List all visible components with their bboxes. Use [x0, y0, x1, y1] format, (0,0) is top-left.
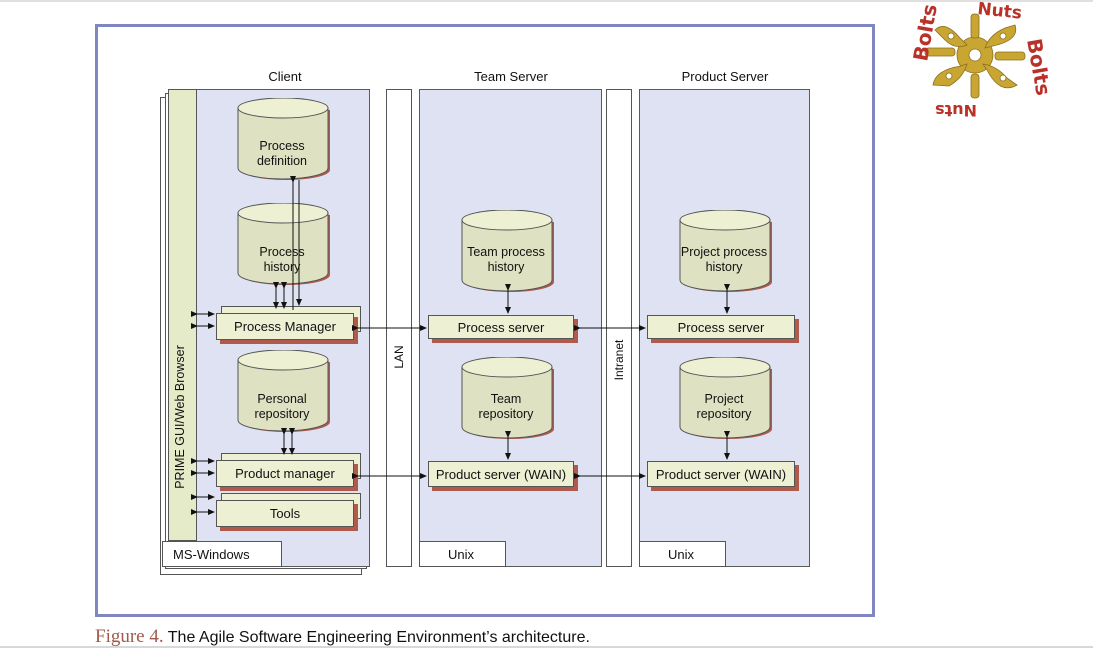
figure-caption: Figure 4. The Agile Software Engineering…: [95, 626, 590, 648]
logo-word-nuts-top: Nuts: [976, 0, 1022, 24]
product-unix-label: Unix: [668, 546, 695, 562]
ms-windows-label: MS-Windows: [173, 546, 250, 562]
product-manager-label: Product manager: [235, 466, 335, 481]
ms-windows-box: MS-Windows: [162, 541, 282, 567]
product-process-server-label: Process server: [677, 319, 765, 335]
product-unix-box: Unix: [639, 541, 726, 567]
top-rule: [0, 0, 1093, 2]
logo-word-nuts-bottom: Nuts: [935, 101, 977, 120]
team-unix-box: Unix: [419, 541, 506, 567]
project-process-history-db: Project process history: [678, 210, 778, 294]
logo-word-bolts-right: Bolts: [1022, 37, 1056, 98]
team-repository-label: Team repository: [478, 392, 534, 421]
personal-repository-db: Personal repository: [236, 350, 336, 434]
process-definition-label: Process definition: [256, 139, 308, 168]
project-repository-db: Project repository: [678, 357, 778, 441]
lan-bar: [386, 89, 412, 567]
team-process-server-box: Process server: [428, 315, 574, 339]
client-title: Client: [268, 69, 302, 84]
tools-label: Tools: [269, 506, 301, 521]
lan-label: LAN: [392, 345, 406, 369]
process-manager-label: Process Manager: [234, 319, 336, 334]
personal-repository-label: Personal repository: [254, 392, 310, 421]
team-product-server-label: Product server (WAIN): [435, 466, 567, 482]
logo-graphic: Bolts Nuts Bolts Nuts: [908, 0, 1056, 120]
team-unix-label: Unix: [448, 546, 475, 562]
team-repository-db: Team repository: [460, 357, 560, 441]
team-process-server-label: Process server: [457, 319, 545, 335]
tools-box: Tools: [216, 500, 354, 527]
nuts-bolts-logo: Bolts Nuts Bolts Nuts: [905, 0, 1093, 125]
team-product-server-box: Product server (WAIN): [428, 461, 574, 487]
figure-frame: [95, 24, 875, 617]
team-process-history-label: Team process history: [467, 245, 545, 274]
bottom-rule: [0, 646, 1093, 648]
product-product-server-box: Product server (WAIN): [647, 461, 795, 487]
team-process-history-db: Team process history: [460, 210, 560, 294]
process-history-db: Process history: [236, 203, 336, 287]
product-product-server-label: Product server (WAIN): [655, 466, 787, 482]
team-server-title: Team Server: [474, 69, 548, 84]
caption-text: The Agile Software Engineering Environme…: [167, 629, 590, 646]
product-manager-box: Product manager: [216, 460, 354, 487]
gui-label: PRIME GUI/Web Browser: [173, 345, 187, 489]
product-process-server-box: Process server: [647, 315, 795, 339]
process-definition-db: Process definition: [236, 98, 336, 182]
process-history-label: Process history: [259, 245, 305, 274]
intranet-label: Intranet: [612, 339, 626, 381]
intranet-bar: [606, 89, 632, 567]
figure-number: Figure 4.: [95, 626, 164, 647]
project-repository-label: Project repository: [696, 392, 752, 421]
product-server-title: Product Server: [681, 69, 769, 84]
project-process-history-label: Project process history: [680, 245, 768, 274]
process-manager-box: Process Manager: [216, 313, 354, 340]
